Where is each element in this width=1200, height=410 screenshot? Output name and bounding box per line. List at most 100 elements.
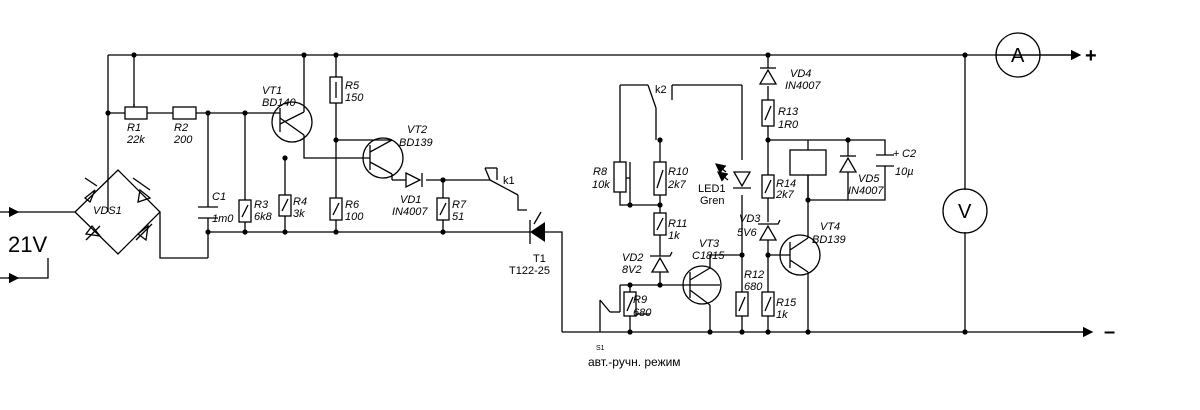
r15-resistor: [761, 291, 775, 317]
c2-polarity: +: [893, 148, 899, 160]
r3-ref: R3: [254, 199, 269, 211]
led1-ref: LED1: [698, 183, 726, 195]
k2-relay-coil: [789, 149, 827, 176]
r5-value: 150: [345, 92, 364, 104]
plus-terminal-label: +: [1085, 45, 1097, 67]
vt4-transistor: [779, 234, 821, 276]
bridge-rectifier-vds1: [74, 169, 161, 255]
vd3-ref: VD3: [739, 213, 761, 225]
vt4-value: BD139: [812, 234, 846, 246]
junctions: [105, 52, 968, 335]
labels: 21V A V + – R1 22k R2 200 C1 1m0 R3 6k8 …: [8, 45, 1115, 369]
r9-resistor: [623, 291, 637, 317]
t1-value: T122-25: [509, 265, 550, 277]
vt2-ref: VT2: [407, 124, 427, 136]
vd2-ref: VD2: [622, 252, 643, 264]
vd5-value: IN4007: [848, 185, 884, 197]
r8-value: 10k: [592, 179, 610, 191]
r2-value: 200: [173, 134, 193, 146]
vt2-value: BD139: [399, 137, 433, 149]
vd3-zener-diode: [758, 219, 781, 241]
r8-potentiometer: [613, 161, 630, 193]
vd3-value: 5V6: [737, 227, 757, 239]
r11-resistor: [653, 212, 667, 236]
r2-resistor: [172, 106, 197, 120]
vt4-ref: VT4: [820, 221, 840, 233]
c2-capacitor: [876, 154, 894, 172]
r15-value: 1k: [776, 309, 788, 321]
r12-value: 680: [744, 281, 763, 293]
r6-resistor: [329, 197, 343, 221]
led1-value: Gren: [700, 195, 724, 207]
r13-value: 1R0: [778, 119, 799, 131]
r13-resistor: [761, 99, 775, 127]
r11-value: 1k: [668, 230, 680, 242]
r7-value: 51: [452, 211, 464, 223]
r1-ref: R1: [127, 122, 141, 134]
r10-resistor: [653, 161, 667, 196]
r3-value: 6k8: [254, 211, 273, 223]
vt3-ref: VT3: [699, 238, 720, 250]
vd5-ref: VD5: [858, 173, 880, 185]
r15-ref: R15: [776, 297, 797, 309]
vds1-ref: VDS1: [93, 205, 122, 217]
vd5-diode: [838, 150, 858, 175]
vd4-ref: VD4: [790, 68, 811, 80]
r13-ref: R13: [778, 106, 799, 118]
led1: [714, 163, 752, 189]
r5-resistor: [329, 76, 343, 104]
r14-ref: R14: [776, 178, 796, 190]
k1-label: k1: [503, 175, 515, 187]
vt1-transistor: [271, 101, 313, 143]
r5-ref: R5: [345, 80, 360, 92]
voltmeter: [942, 188, 988, 234]
r9-value: 680: [633, 307, 652, 319]
c2-value: 10µ: [895, 166, 914, 178]
r9-ref: R9: [633, 294, 647, 306]
r12-ref: R12: [744, 269, 764, 281]
vd1-ref: VD1: [400, 194, 421, 206]
vd4-value: IN4007: [785, 80, 821, 92]
r2-ref: R2: [174, 122, 188, 134]
r8-ref: R8: [593, 166, 608, 178]
r3-resistor: [238, 199, 252, 223]
s1-ref: S1: [596, 345, 605, 352]
r7-resistor: [436, 197, 450, 221]
r14-resistor: [761, 174, 775, 199]
t1-ref: T1: [533, 253, 546, 265]
vt3-transistor: [682, 265, 722, 305]
r4-ref: R4: [293, 196, 307, 208]
r4-value: 3k: [293, 208, 305, 220]
r4-resistor: [278, 194, 292, 217]
k2-label: k2: [655, 84, 667, 96]
vd2-value: 8V2: [622, 264, 642, 276]
r10-ref: R10: [668, 166, 689, 178]
c2-ref: C2: [902, 148, 916, 160]
ammeter-label: A: [1011, 45, 1025, 67]
vt1-ref: VT1: [262, 85, 282, 97]
vt1-value: BD140: [262, 97, 297, 109]
mode-switch-caption: авт.-ручн. режим: [588, 355, 681, 369]
vd1-diode: [405, 171, 423, 189]
r7-ref: R7: [452, 199, 467, 211]
r6-ref: R6: [345, 199, 360, 211]
wires: [0, 54, 1092, 333]
r14-value: 2k7: [775, 189, 795, 201]
r1-resistor: [124, 106, 148, 120]
vd4-diode: [758, 67, 778, 85]
vd2-zener-diode: [650, 251, 673, 273]
r12-resistor: [735, 291, 749, 317]
vt3-value: C1815: [692, 250, 725, 262]
voltmeter-label: V: [958, 201, 972, 223]
supply-voltage-label: 21V: [8, 232, 47, 257]
r6-value: 100: [345, 211, 364, 223]
vt2-transistor: [362, 137, 404, 179]
r10-value: 2k7: [667, 179, 687, 191]
c1-value: 1m0: [212, 213, 234, 225]
minus-terminal-label: –: [1104, 321, 1115, 343]
t1-thyristor: [529, 220, 545, 244]
c1-capacitor: [198, 206, 218, 219]
c1-ref: C1: [212, 191, 226, 203]
r11-ref: R11: [668, 218, 687, 230]
